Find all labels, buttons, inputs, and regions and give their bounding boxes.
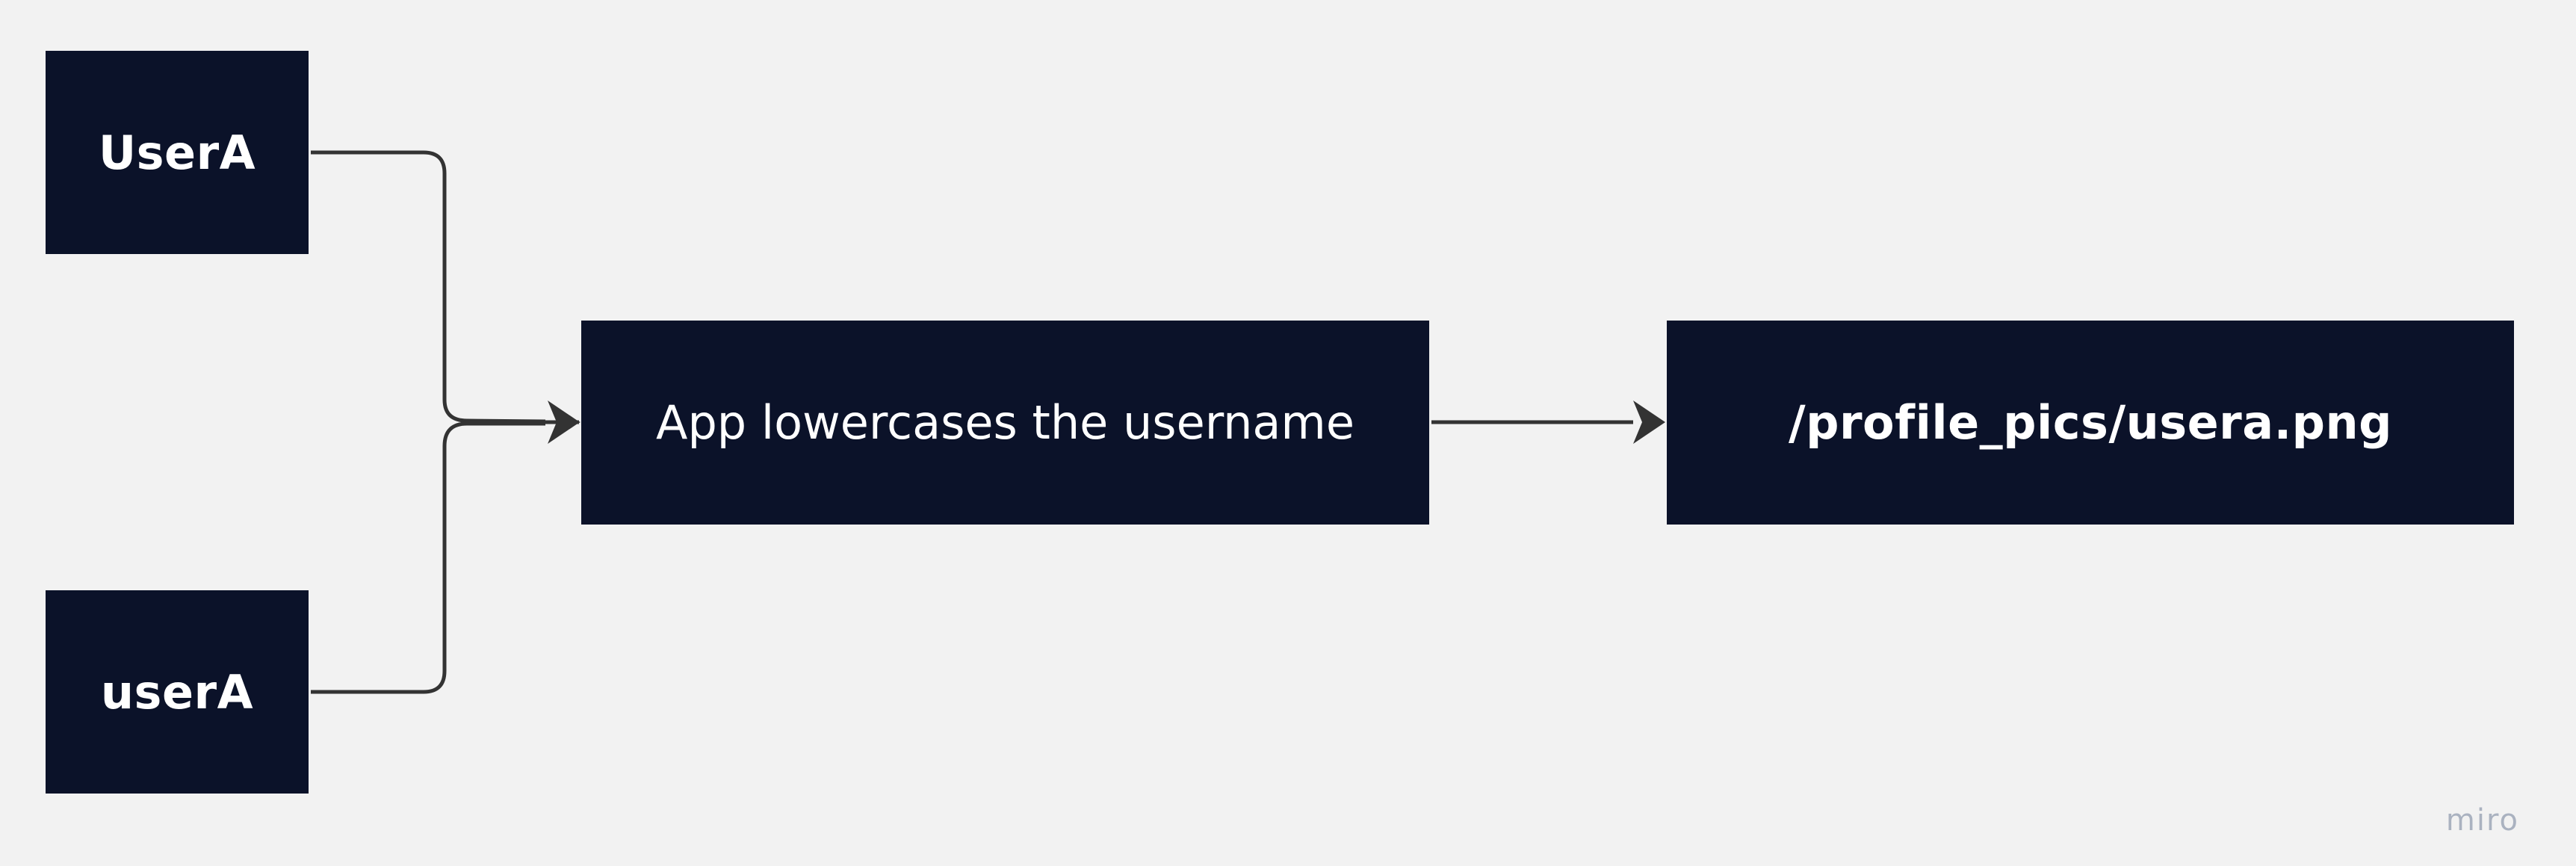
node-app-lowercases[interactable]: App lowercases the username: [581, 321, 1429, 525]
node-label-usera-upper: UserA: [98, 125, 256, 180]
connector-usera-lower-to-lowercase: [311, 421, 545, 694]
node-label-app-lowercases: App lowercases the username: [656, 395, 1354, 450]
node-usera-lower[interactable]: userA: [46, 590, 309, 794]
node-profile-pic-path[interactable]: /profile_pics/usera.png: [1667, 321, 2514, 525]
node-label-usera-lower: userA: [100, 664, 254, 720]
arrowhead-shape-lowercase: [548, 400, 580, 444]
node-usera-upper[interactable]: UserA: [46, 51, 309, 254]
miro-watermark-logo: miro: [2445, 803, 2519, 838]
node-label-profile-pic-path: /profile_pics/usera.png: [1788, 395, 2393, 450]
connector-usera-upper-to-lowercase: [311, 150, 546, 424]
arrowhead-shape-path: [1633, 400, 1665, 444]
